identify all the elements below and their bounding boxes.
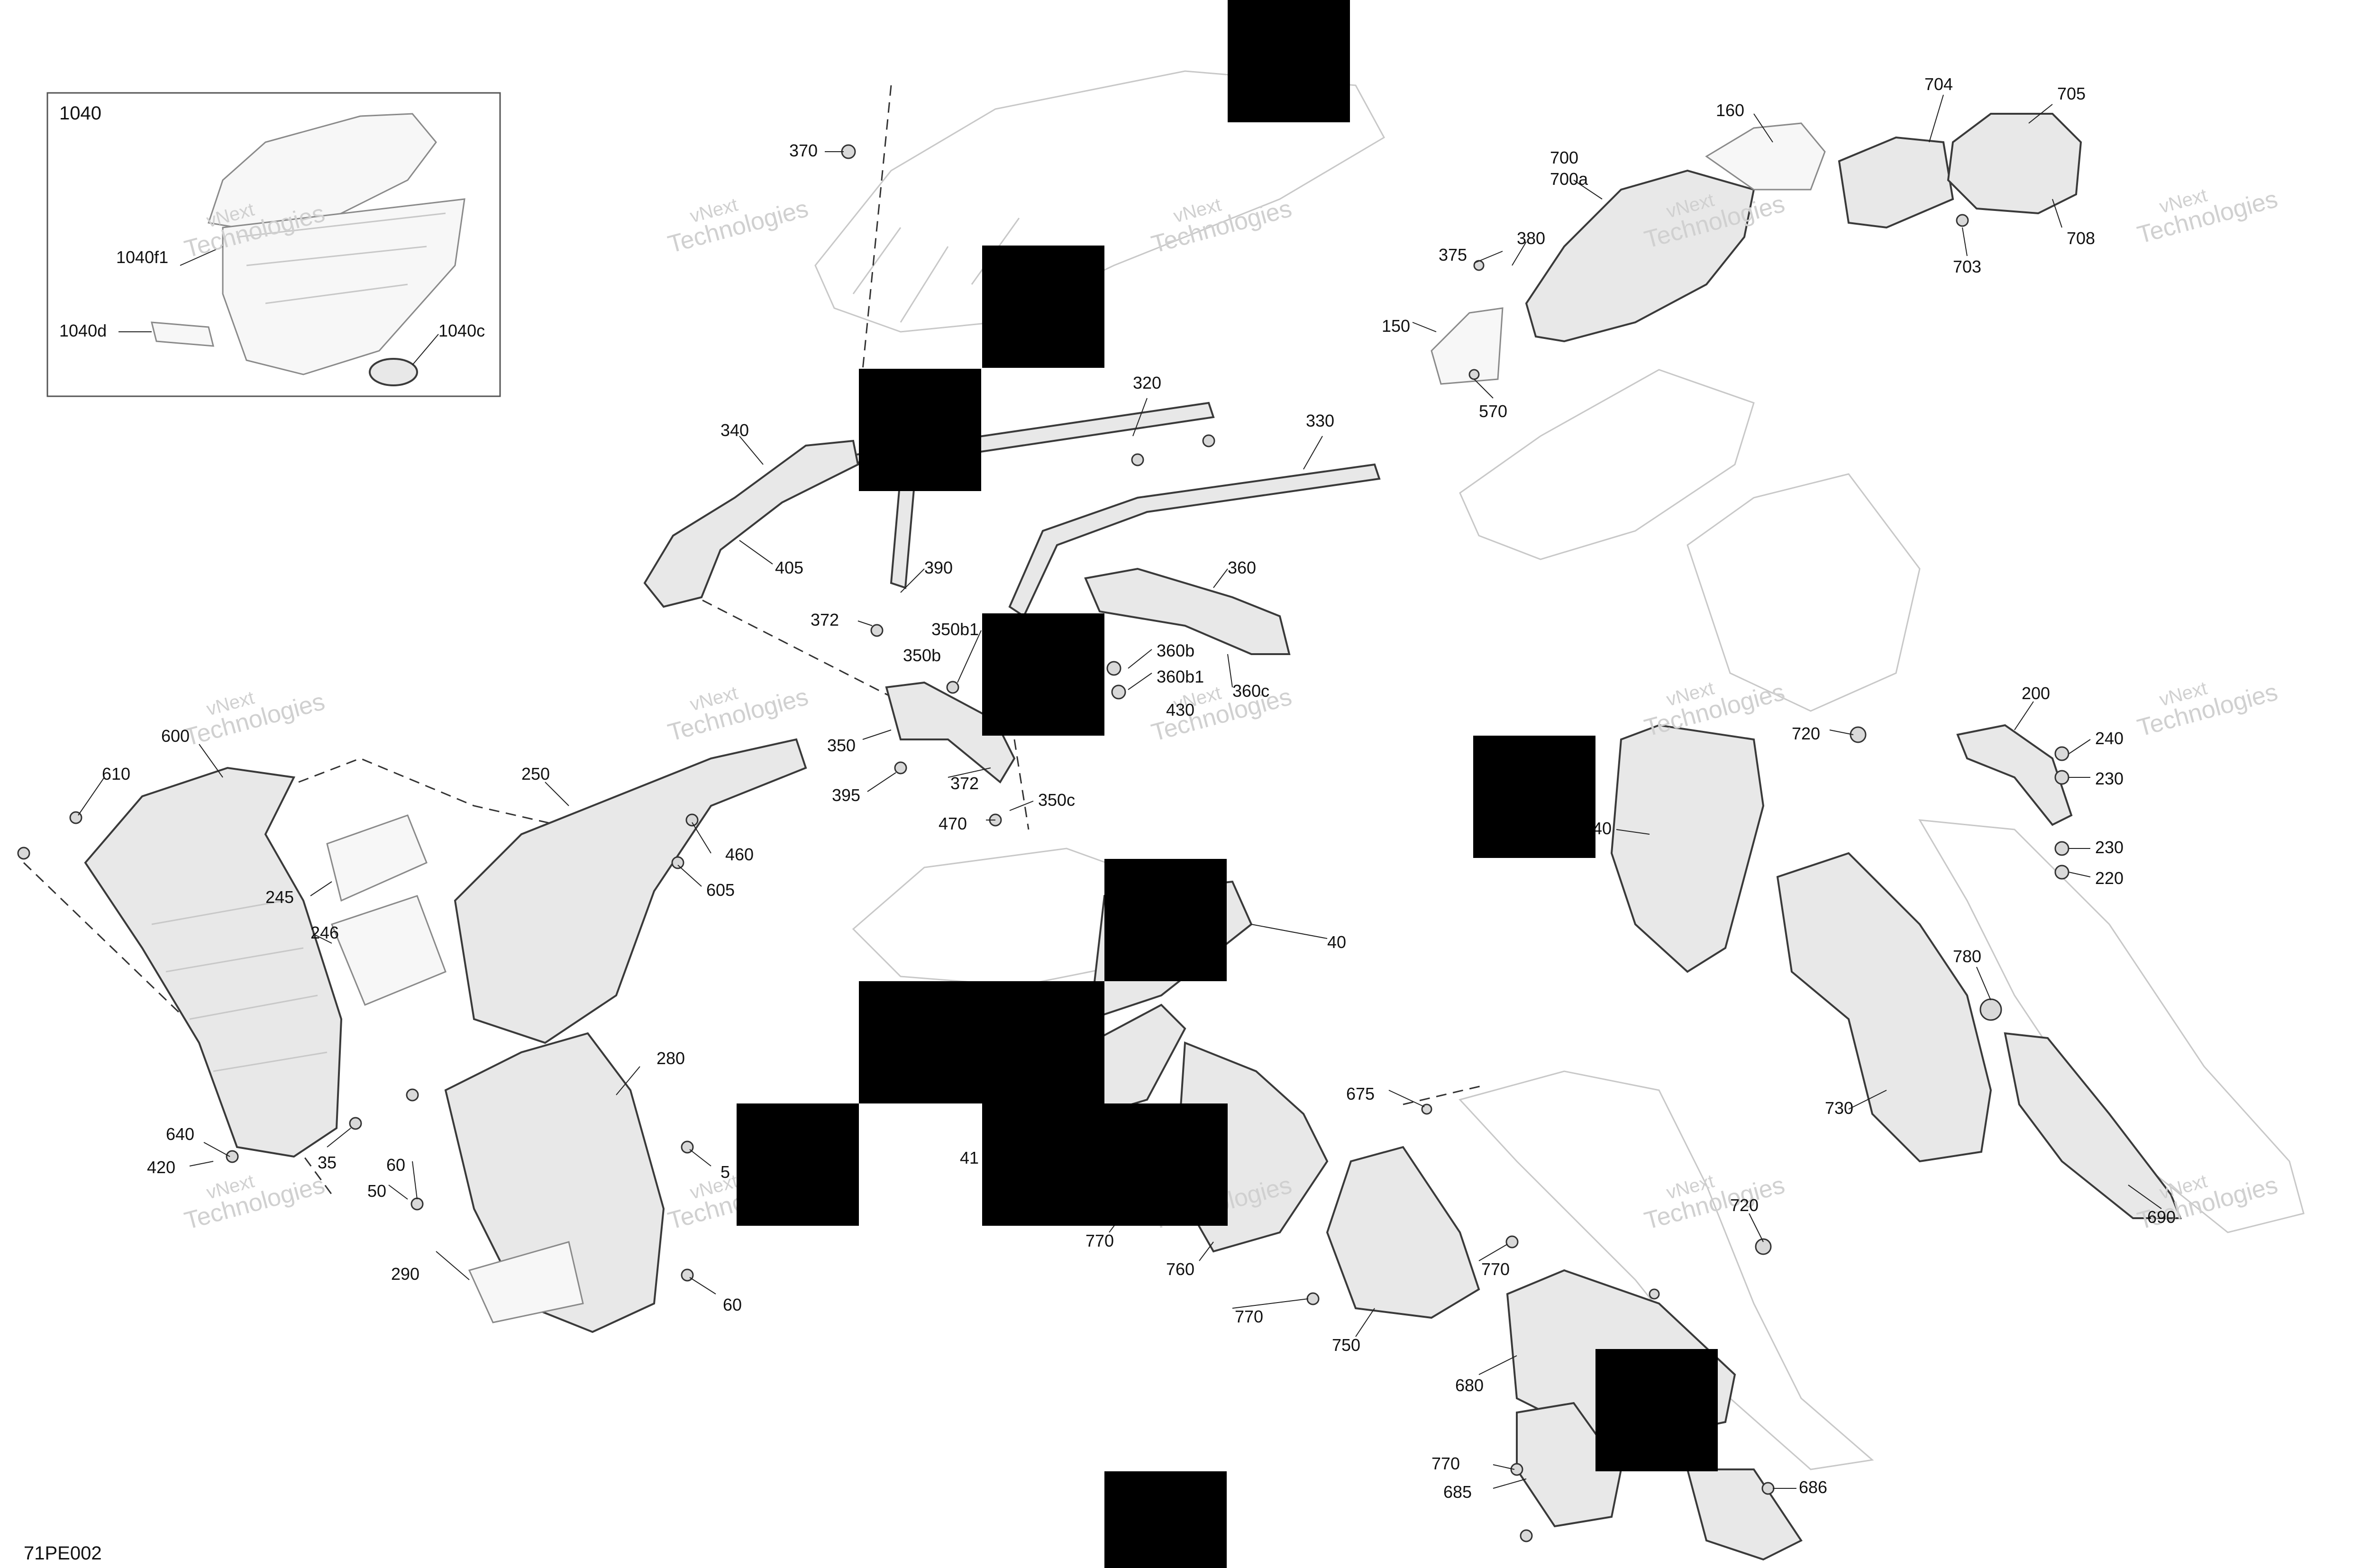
callout-350c: 350c (1038, 790, 1075, 810)
callout-704: 704 (1924, 74, 1953, 94)
watermark: Technologies (1641, 678, 1787, 742)
callout-705: 705 (2057, 84, 2086, 103)
hardware (17, 144, 2069, 1542)
callout-600: 600 (161, 726, 190, 746)
callout-240: 240 (2095, 729, 2124, 748)
callout-375: 375 (1439, 245, 1467, 264)
callout-780: 780 (1953, 947, 1981, 966)
callout-35: 35 (318, 1153, 337, 1172)
callout-610: 610 (102, 764, 130, 784)
callout-770: 770 (1085, 1231, 1114, 1250)
callout-720: 720 (1792, 724, 1820, 743)
callout-150: 150 (1382, 316, 1410, 336)
callout-430: 430 (1166, 700, 1194, 720)
callouts: 370 320 330 340 405 390 372 360 350b1 35… (102, 74, 2176, 1502)
callout-720: 720 (1730, 1195, 1759, 1215)
callout-350: 350 (827, 736, 856, 755)
callout-770: 770 (1235, 1307, 1263, 1326)
callout-246: 246 (310, 923, 339, 942)
callout-360: 360 (1228, 558, 1256, 577)
callout-703: 703 (1953, 257, 1981, 276)
callout-60: 60 (386, 1155, 405, 1175)
inset-1040: 1040 1040f1 1040d 1040c (46, 92, 501, 397)
callout-420: 420 (147, 1158, 175, 1177)
figure-code: 71PE002 (24, 1543, 102, 1564)
callout-350b1: 350b1 (931, 620, 979, 639)
callout-250: 250 (521, 764, 550, 784)
callout-290: 290 (391, 1264, 419, 1284)
redaction-blocks (737, 0, 1718, 1568)
watermark: Technologies (665, 195, 811, 259)
callout-50: 50 (367, 1181, 386, 1201)
callout-760: 760 (1166, 1259, 1194, 1279)
watermark: Technologies (182, 688, 328, 752)
callout-360b1: 360b1 (1157, 667, 1204, 686)
callout-686: 686 (1799, 1477, 1827, 1497)
callout-245: 245 (265, 887, 294, 907)
callout-770: 770 (1431, 1454, 1460, 1473)
callout-770: 770 (1481, 1259, 1510, 1279)
callout-372: 372 (811, 610, 839, 629)
callout-675: 675 (1346, 1084, 1375, 1103)
callout-5: 5 (720, 1162, 730, 1182)
callout-700: 700 (1550, 148, 1578, 167)
watermark: Technologies (182, 1171, 328, 1235)
callout-200: 200 (2022, 684, 2050, 703)
callout-708: 708 (2067, 228, 2095, 248)
callout-320: 320 (1133, 373, 1161, 392)
callout-41: 41 (960, 1148, 979, 1167)
callout-1040f1: 1040f1 (116, 247, 168, 267)
callout-360c: 360c (1232, 681, 1269, 701)
callout-360b: 360b (1157, 641, 1194, 660)
callout-220: 220 (2095, 868, 2124, 888)
parts (84, 113, 2182, 1561)
inset-label: 1040 (59, 103, 101, 124)
callout-330: 330 (1306, 411, 1334, 430)
watermark: Technologies (2134, 678, 2280, 742)
callout-405: 405 (775, 558, 803, 577)
callout-470: 470 (939, 814, 967, 833)
watermark: Technologies (1149, 195, 1294, 259)
callout-395: 395 (832, 785, 860, 805)
callout-370: 370 (789, 141, 818, 160)
callout-700a: 700a (1550, 169, 1588, 189)
callout-690: 690 (2147, 1207, 2176, 1227)
watermark: Technologies (665, 683, 811, 747)
callout-280: 280 (656, 1048, 685, 1068)
callout-640: 640 (166, 1124, 194, 1144)
callout-730: 730 (1825, 1098, 1853, 1118)
callout-350b: 350b (903, 646, 941, 665)
callout-40: 40 (1593, 819, 1612, 838)
callout-750: 750 (1332, 1335, 1360, 1355)
callout-390: 390 (924, 558, 953, 577)
callout-1040d: 1040d (59, 321, 107, 340)
callout-570: 570 (1479, 401, 1507, 421)
callout-160: 160 (1716, 100, 1744, 120)
watermark: Technologies (1641, 1171, 1787, 1235)
callout-230: 230 (2095, 838, 2124, 857)
callout-60: 60 (723, 1295, 742, 1314)
callout-40: 40 (1327, 932, 1346, 952)
callout-340: 340 (720, 420, 749, 440)
callout-372: 372 (950, 774, 979, 793)
callout-230: 230 (2095, 769, 2124, 788)
callout-1040c: 1040c (438, 321, 485, 340)
callout-680: 680 (1455, 1376, 1484, 1395)
callout-685: 685 (1443, 1482, 1472, 1502)
watermark: Technologies (2134, 185, 2280, 249)
callout-380: 380 (1517, 228, 1545, 248)
callout-605: 605 (706, 880, 735, 900)
ghost-outlines (814, 70, 2305, 1470)
callout-460: 460 (725, 845, 754, 864)
